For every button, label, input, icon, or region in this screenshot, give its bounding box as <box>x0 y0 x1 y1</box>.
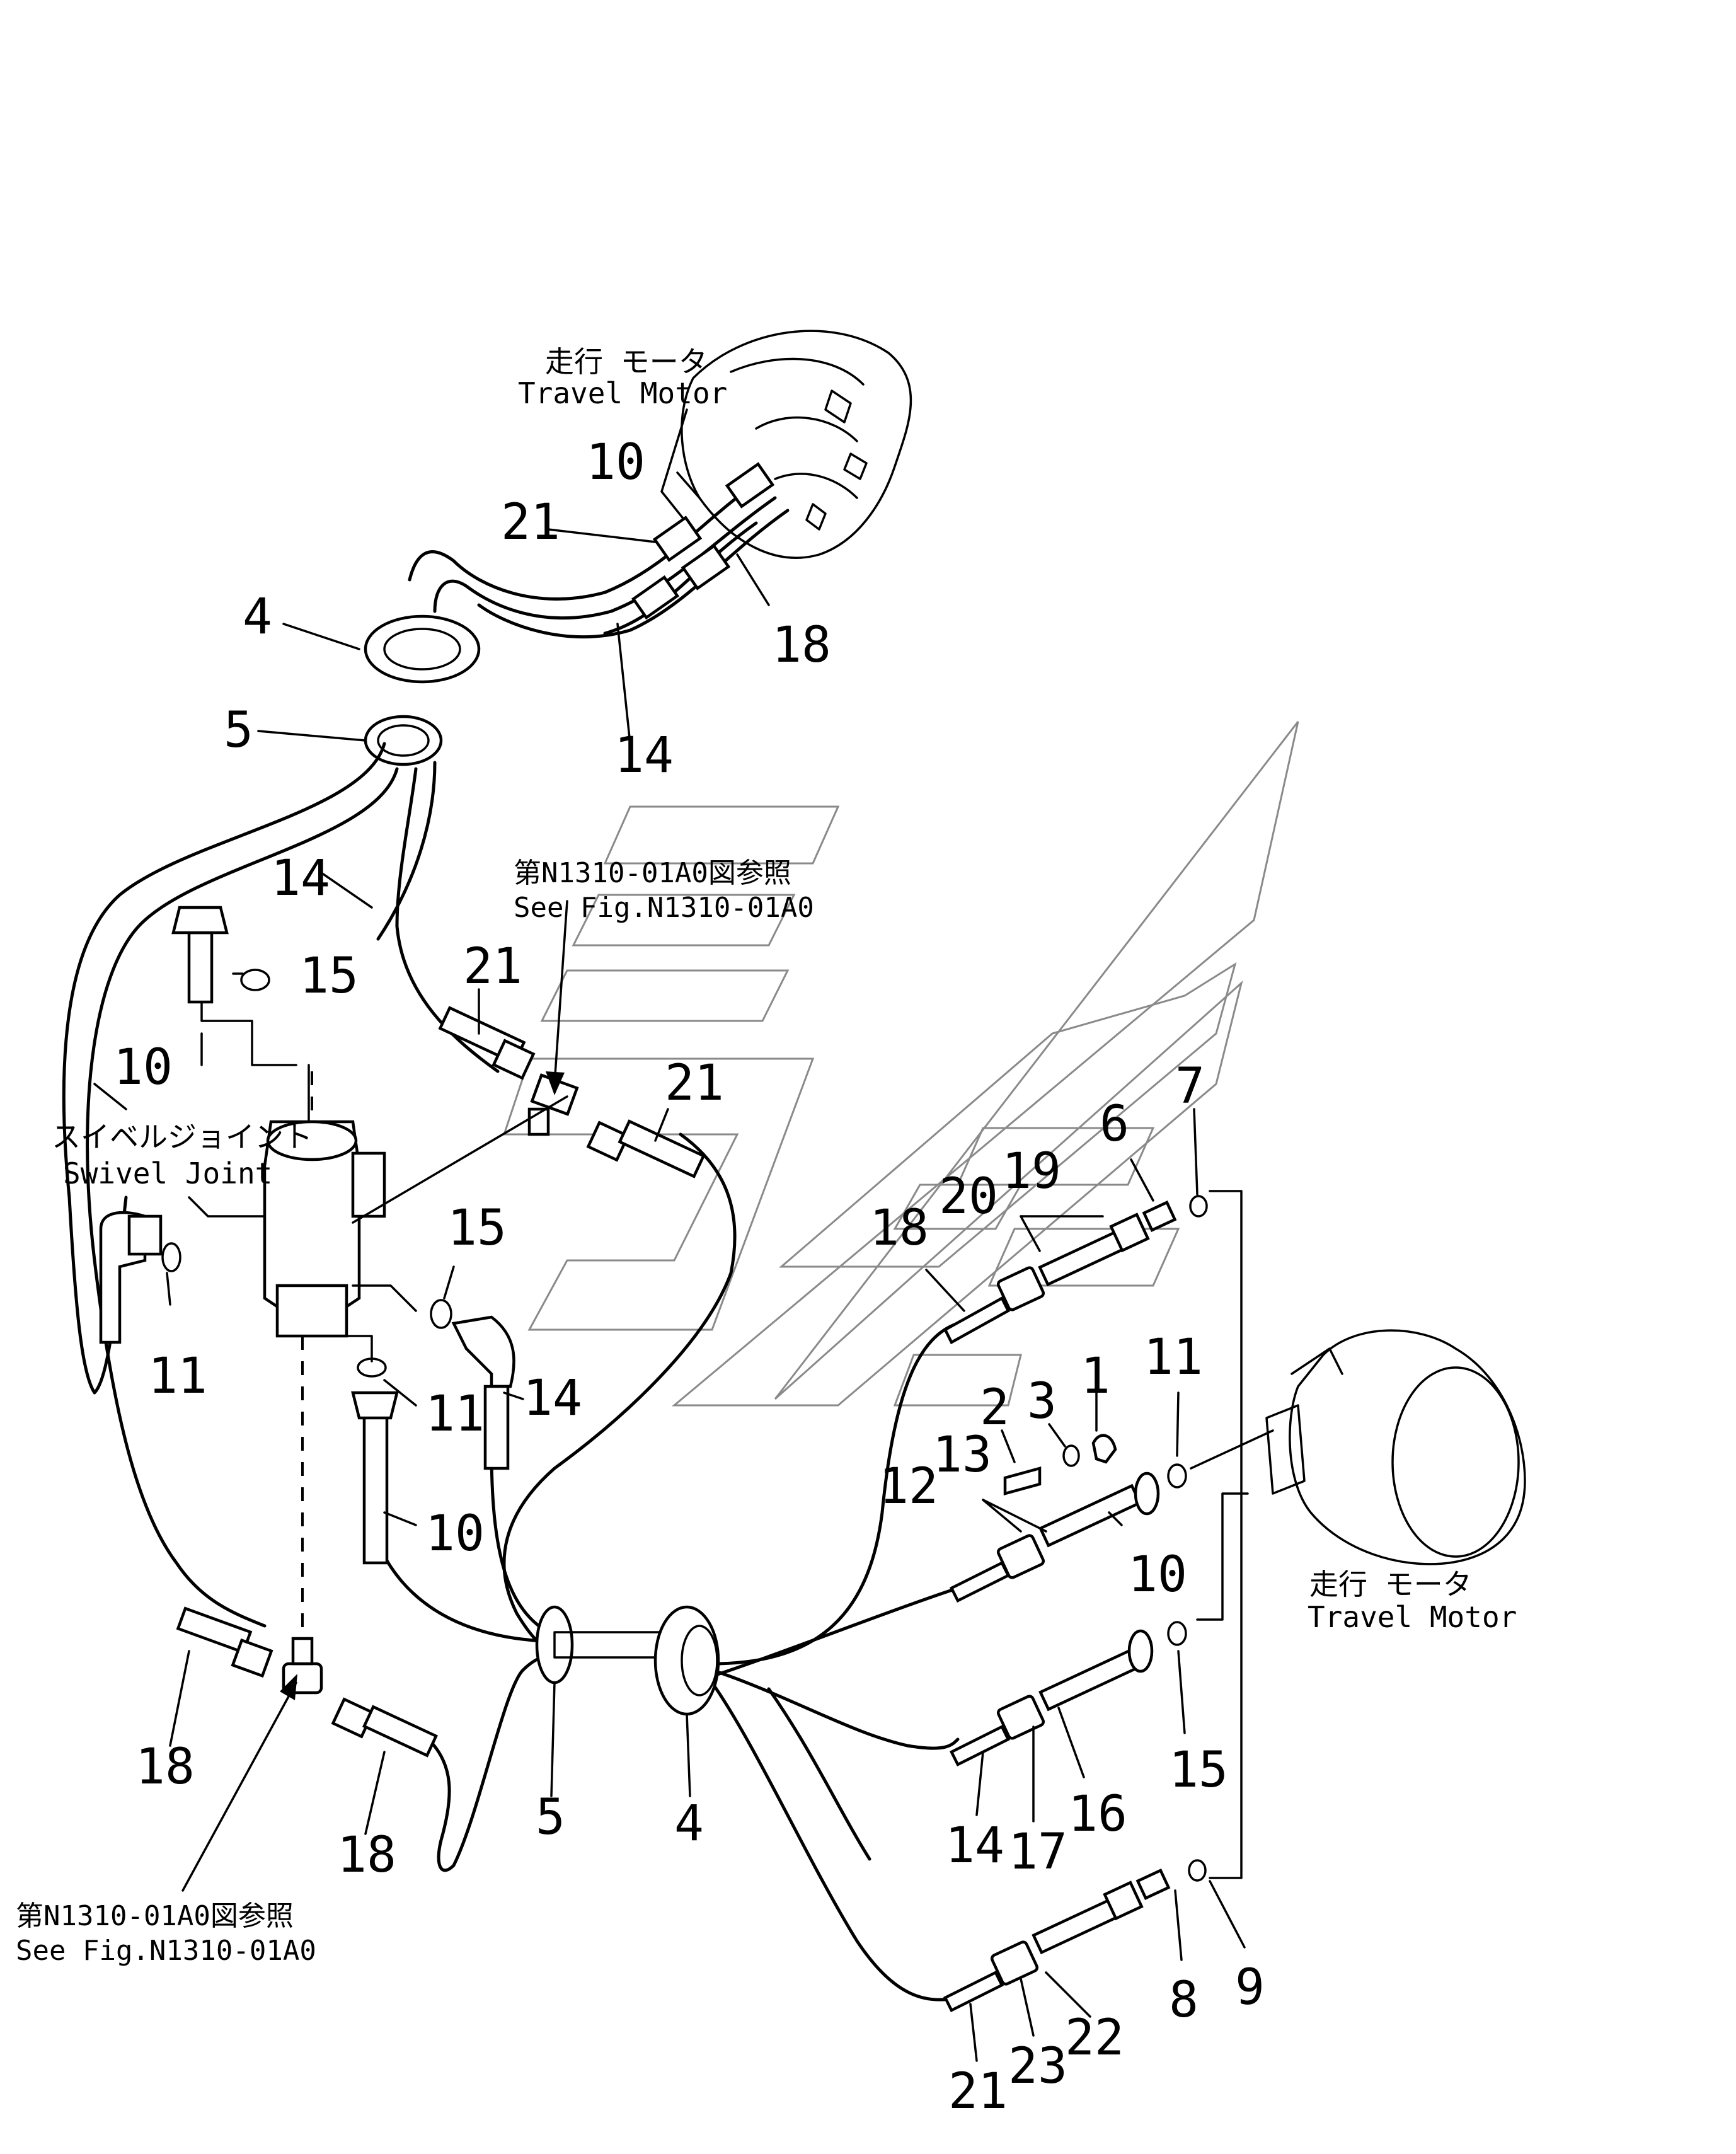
hose-assembly-14-right <box>949 1621 1187 1767</box>
callout-19: 19 <box>1002 1143 1061 1200</box>
callout-21-top: 21 <box>501 494 560 551</box>
callout-13: 13 <box>933 1427 992 1483</box>
callout-18-lower-left: 18 <box>135 1739 195 1795</box>
callout-10-top: 10 <box>586 434 645 491</box>
travel-motor-right-label-en: Travel Motor <box>1308 1600 1517 1634</box>
callout-15-sj: 15 <box>447 1200 507 1257</box>
fitting-18-lower-left <box>176 1606 273 1678</box>
leader-lines <box>93 471 1246 2062</box>
callout-11-sj: 11 <box>425 1386 485 1443</box>
ref-lower-label-jp: 第N1310-01A0図参照 <box>16 1900 294 1932</box>
travel-motor-top-label-jp: 走行 モータ <box>545 345 708 379</box>
hose-assembly-18-right <box>943 1195 1208 1345</box>
callout-6: 6 <box>1100 1096 1129 1153</box>
callout-14-mid: 14 <box>271 850 330 907</box>
fitting-18-lower-right <box>331 1697 439 1758</box>
callout-11-left: 11 <box>148 1348 207 1405</box>
callout-15-right: 15 <box>1169 1742 1228 1799</box>
callout-4-top: 4 <box>243 589 272 645</box>
callout-18-lower-right: 18 <box>337 1827 396 1884</box>
callout-10-right: 10 <box>1128 1546 1187 1603</box>
callout-23: 23 <box>1008 2038 1067 2095</box>
flange-4-upper <box>364 614 481 684</box>
hose-bundle-upper <box>408 462 790 639</box>
fitting-21-mid <box>438 1006 536 1080</box>
callout-21-mid: 21 <box>463 938 522 995</box>
callout-8: 8 <box>1169 1972 1199 2029</box>
callout-16: 16 <box>1068 1786 1127 1843</box>
callout-5-top: 5 <box>224 702 253 759</box>
swivel-joint-label-jp: スイベルジョイント <box>52 1120 313 1154</box>
fitting-21-tee <box>586 1119 706 1178</box>
callout-3: 3 <box>1027 1373 1057 1430</box>
callout-5-lower: 5 <box>536 1789 565 1846</box>
callout-2: 2 <box>980 1379 1009 1436</box>
port-lines-right <box>1190 1190 1274 1879</box>
fitting-14-sj <box>451 1315 515 1470</box>
ref-upper-label-jp: 第N1310-01A0図参照 <box>514 857 791 889</box>
callout-18-right: 18 <box>870 1200 929 1257</box>
fitting-15-left <box>171 906 270 1004</box>
hose-assembly-21-right <box>943 1859 1207 2013</box>
callout-1: 1 <box>1081 1348 1110 1405</box>
swivel-joint <box>188 1001 417 1651</box>
travel-motor-top <box>660 330 912 559</box>
hose-assembly-10-right <box>949 1434 1187 1603</box>
callout-15-left: 15 <box>299 948 359 1005</box>
callout-7: 7 <box>1175 1058 1205 1115</box>
fitting-15-sj <box>430 1299 452 1329</box>
callout-21-right: 21 <box>948 2063 1008 2120</box>
flange-5-lower <box>535 1605 669 1685</box>
callout-22: 22 <box>1065 2010 1124 2066</box>
watermark-logo <box>502 721 1299 1407</box>
travel-motor-top-label-en: Travel Motor <box>518 376 727 410</box>
callout-10-sj: 10 <box>425 1506 485 1562</box>
callout-14-top: 14 <box>614 727 674 784</box>
callout-9: 9 <box>1235 1959 1265 2016</box>
fitting-11-sj <box>351 1357 399 1565</box>
callout-14-right: 14 <box>945 1817 1004 1874</box>
fitting-11-left <box>99 1211 181 1344</box>
callout-4-lower: 4 <box>674 1795 704 1852</box>
callout-20: 20 <box>939 1168 998 1225</box>
callout-18-top: 18 <box>772 617 831 674</box>
travel-motor-right-label-jp: 走行 モータ <box>1309 1567 1472 1601</box>
callout-14-sj: 14 <box>523 1370 582 1427</box>
swivel-joint-label-en: Swivel Joint <box>63 1156 272 1190</box>
callout-12: 12 <box>879 1458 938 1515</box>
travel-motor-right <box>1265 1329 1526 1565</box>
hose-lines <box>62 742 960 2001</box>
ref-lower-label-en: See Fig.N1310-01A0 <box>16 1935 316 1967</box>
flange-4-lower <box>653 1605 720 1716</box>
callout-11-right: 11 <box>1144 1329 1203 1386</box>
callout-21-tee: 21 <box>665 1055 724 1112</box>
ref-upper-label-en: See Fig.N1310-01A0 <box>514 892 814 924</box>
callout-10-left: 10 <box>113 1039 173 1096</box>
callout-17: 17 <box>1008 1824 1067 1880</box>
